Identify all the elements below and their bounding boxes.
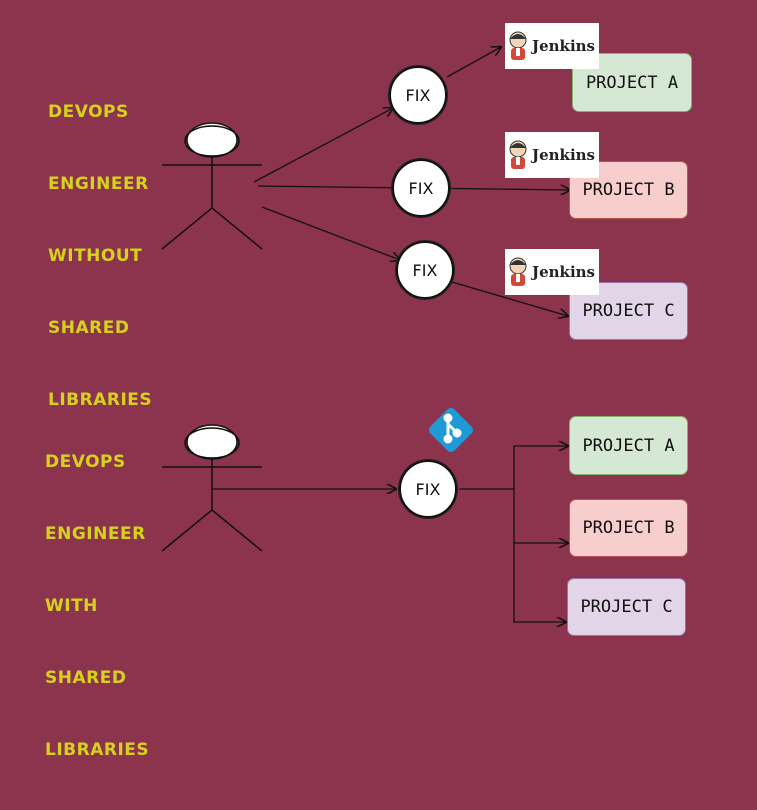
jenkins-icon bbox=[509, 257, 527, 286]
label-line: SHARED bbox=[48, 318, 130, 338]
label-line: DEVOPS bbox=[45, 452, 126, 472]
label-line: ENGINEER bbox=[48, 174, 149, 194]
person-icon bbox=[161, 122, 263, 250]
git-icon bbox=[429, 408, 473, 452]
label-line: LIBRARIES bbox=[48, 390, 153, 410]
diagram-canvas: DEVOPS ENGINEER WITHOUT SHARED LIBRARIES… bbox=[0, 0, 757, 671]
label-line: ENGINEER bbox=[45, 524, 146, 544]
project-label: PROJECT C bbox=[580, 597, 673, 617]
jenkins-icon bbox=[509, 140, 527, 169]
jenkins-text: Jenkins bbox=[532, 263, 595, 281]
person-icon bbox=[161, 424, 263, 552]
jenkins-badge: Jenkins bbox=[505, 23, 599, 69]
project-label: PROJECT B bbox=[582, 180, 675, 200]
jenkins-badge: Jenkins bbox=[505, 132, 599, 178]
project-c-box: PROJECT C bbox=[567, 578, 686, 636]
project-label: PROJECT A bbox=[582, 435, 675, 456]
fix-node: FIX bbox=[389, 66, 447, 124]
label-line: WITHOUT bbox=[48, 246, 143, 266]
project-label: PROJECT C bbox=[582, 301, 675, 321]
project-label: PROJECT B bbox=[582, 518, 675, 538]
jenkins-icon bbox=[509, 31, 527, 60]
bottom-arrows bbox=[212, 446, 568, 622]
fix-label: FIX bbox=[405, 85, 431, 105]
label-line: DEVOPS bbox=[48, 102, 129, 122]
connectors-layer bbox=[161, 0, 757, 671]
fix-node: FIX bbox=[399, 460, 457, 518]
fix-node: FIX bbox=[396, 241, 454, 299]
project-a-box: PROJECT A bbox=[569, 416, 688, 475]
fix-label: FIX bbox=[412, 260, 438, 280]
label-line: SHARED bbox=[45, 668, 127, 688]
fix-label: FIX bbox=[415, 479, 441, 499]
label-line: LIBRARIES bbox=[45, 740, 150, 760]
project-label: PROJECT A bbox=[585, 72, 679, 93]
project-b-box: PROJECT B bbox=[569, 499, 688, 557]
bottom-section-label: DEVOPS ENGINEER WITH SHARED LIBRARIES bbox=[45, 402, 149, 810]
jenkins-text: Jenkins bbox=[532, 146, 595, 164]
jenkins-text: Jenkins bbox=[532, 37, 595, 55]
jenkins-badge: Jenkins bbox=[505, 249, 599, 295]
fix-label: FIX bbox=[408, 178, 434, 198]
fix-node: FIX bbox=[392, 159, 450, 217]
label-line: WITH bbox=[45, 596, 98, 616]
top-section-label: DEVOPS ENGINEER WITHOUT SHARED LIBRARIES bbox=[48, 52, 152, 460]
